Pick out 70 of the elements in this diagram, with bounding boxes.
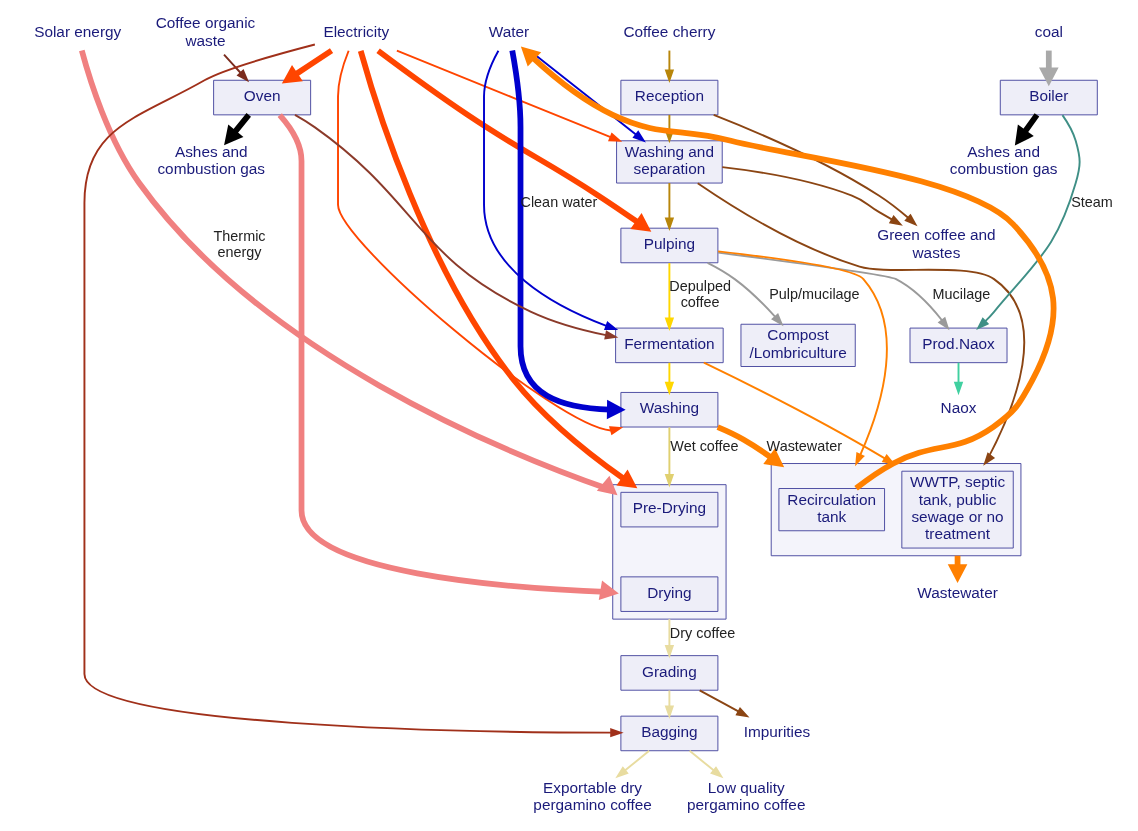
edge-label: Wet coffee	[669, 438, 739, 455]
edge-label: Pulp/mucilage	[768, 285, 860, 302]
node-text: Wastewater	[916, 583, 998, 601]
arrow	[664, 618, 674, 659]
node-text: coal	[1034, 22, 1063, 40]
edge-label: Steam	[1070, 194, 1113, 211]
node-text: Ashes and combustion gas	[949, 142, 1057, 178]
edge-label: Depulped coffee	[668, 277, 731, 310]
arrow	[664, 426, 674, 488]
node-box: Drying	[619, 576, 718, 612]
arrow	[1038, 50, 1059, 87]
arrow	[688, 749, 723, 779]
node-box: Prod.Naox	[909, 327, 1007, 364]
edge-label: Thermic energy	[213, 227, 266, 261]
arrow	[508, 50, 626, 420]
node-box: Pulping	[619, 227, 718, 264]
node-text: Ashes and combustion gas	[156, 142, 265, 178]
arrow	[706, 261, 783, 327]
node-box: WWTP, septic tank, public sewage or no treatment	[900, 470, 1014, 549]
arrow	[1014, 113, 1039, 146]
node-text: Coffee organic waste	[155, 14, 255, 49]
node-box: Fermentation	[614, 327, 724, 364]
arrow	[953, 361, 963, 396]
node-text: Solar energy	[33, 22, 121, 40]
node-box: Grading	[619, 655, 718, 691]
node-text: Water	[488, 22, 529, 40]
node-box: Reception	[619, 79, 718, 116]
node-box: Boiler	[999, 79, 1098, 116]
arrow	[78, 49, 617, 496]
arrow	[712, 114, 918, 227]
arrow	[614, 749, 650, 779]
arrow	[395, 49, 622, 142]
node-box: Pre-Drying	[619, 491, 718, 528]
edge-label: Wastewater	[766, 438, 842, 455]
node-box: Bagging	[619, 715, 718, 752]
cluster	[611, 484, 727, 620]
arrow	[281, 48, 333, 84]
node-text: Coffee cherry	[622, 22, 715, 40]
cluster	[770, 463, 1021, 557]
node-box: Recirculation tank	[777, 488, 885, 532]
arrow	[82, 43, 624, 738]
node-box: Washing and separation	[615, 140, 723, 184]
arrow	[716, 250, 888, 467]
node-box: Compost /Lombriculture	[739, 323, 856, 367]
arrow	[664, 262, 674, 331]
arrow	[482, 49, 618, 331]
arrow	[716, 424, 784, 468]
arrow	[664, 182, 674, 232]
arrow	[975, 114, 1081, 330]
node-text: Low quality pergamino coffee	[686, 778, 805, 814]
arrow	[716, 251, 949, 331]
node-text: Green coffee and wastes	[876, 226, 996, 261]
arrow	[664, 361, 674, 396]
node-text: Naox	[940, 399, 976, 417]
node-text: Electricity	[322, 22, 389, 40]
arrow	[277, 113, 619, 600]
arrow	[664, 49, 674, 83]
arrow	[720, 166, 903, 226]
edge-label: Mucilage	[932, 285, 990, 302]
node-box: Oven	[212, 79, 311, 116]
edge-label: Dry coffee	[669, 625, 735, 642]
arrow	[222, 53, 249, 83]
node-box: Washing	[619, 391, 718, 428]
arrow	[664, 689, 674, 719]
arrow	[698, 689, 749, 718]
node-text: Impurities	[743, 723, 810, 741]
arrow	[223, 113, 251, 146]
arrow	[293, 113, 618, 340]
arrow	[336, 49, 623, 436]
node-text: Exportable dry pergamino coffee	[532, 778, 652, 814]
